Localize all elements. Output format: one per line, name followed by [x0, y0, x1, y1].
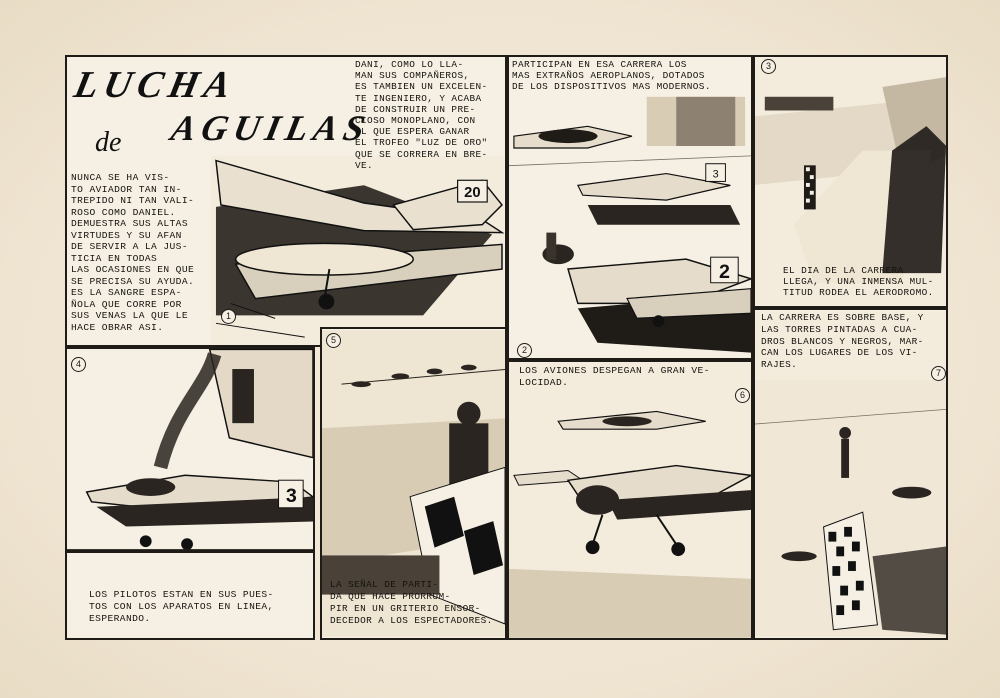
panel-5: LA SEÑAL DE PARTI- DA QUE HACE PRORRUM- … — [320, 327, 507, 640]
panel-1-caption-left: NUNCA SE HA VIS- TO AVIADOR TAN IN- TREP… — [71, 172, 195, 333]
panel-7-illustration — [755, 311, 946, 637]
panel-5-number: 5 — [326, 333, 341, 348]
panel-1-illustration: 20 — [211, 155, 505, 345]
plane-number-3-panel4: 3 — [286, 485, 297, 507]
panel-3: EL DIA DE LA CARRERA LLEGA, Y UNA INMENS… — [753, 55, 948, 308]
comic-title-aguilas: AGUILAS — [167, 108, 375, 148]
panel-2-number: 2 — [517, 343, 532, 358]
panel-3-caption: EL DIA DE LA CARRERA LLEGA, Y UNA INMENS… — [783, 265, 934, 299]
panel-6-number: 6 — [735, 388, 750, 403]
panel-2: 3 2 PARTICIPAN EN ESA CARRERA LOS MAS EX… — [507, 55, 753, 360]
plane-number-2: 2 — [719, 261, 730, 283]
panel-4-illustration: 3 — [67, 349, 313, 554]
panel-1-caption-right: DANI, COMO LO LLA- MAN SUS COMPAÑEROS, E… — [355, 59, 488, 171]
comic-title-de: de — [95, 127, 122, 158]
panel-3-illustration — [755, 57, 946, 306]
panel-4-number: 4 — [71, 357, 86, 372]
panel-5-illustration — [322, 330, 505, 637]
panel-2-illustration: 3 2 — [509, 96, 751, 353]
panel-7-caption: LA CARRERA ES SOBRE BASE, Y LAS TORRES P… — [761, 312, 924, 371]
panel-7-number: 7 — [931, 366, 946, 381]
panel-5-caption: LA SEÑAL DE PARTI- DA QUE HACE PRORRUM- … — [330, 579, 493, 626]
panel-6-caption: LOS AVIONES DESPEGAN A GRAN VE- LOCIDAD. — [519, 365, 710, 388]
panel-3-number: 3 — [761, 59, 776, 74]
panel-6: LOS AVIONES DESPEGAN A GRAN VE- LOCIDAD.… — [507, 360, 753, 640]
comic-title-lucha: LUCHA — [70, 64, 241, 106]
plane-number-20: 20 — [464, 185, 480, 201]
panel-2-caption: PARTICIPAN EN ESA CARRERA LOS MAS EXTRAÑ… — [512, 59, 711, 93]
panel-7: LA CARRERA ES SOBRE BASE, Y LAS TORRES P… — [753, 308, 948, 640]
plane-number-3: 3 — [713, 168, 719, 180]
panel-4-caption: LOS PILOTOS ESTAN EN SUS PUES- TOS CON L… — [89, 589, 274, 624]
panel-4: 3 LOS PILOTOS ESTAN EN SUS PUES- TOS CON… — [65, 347, 315, 640]
panel-1: 20 LUCHA de AGUILAS NUNCA SE HA VIS- TO … — [65, 55, 507, 347]
panel-6-illustration — [509, 362, 751, 638]
panel-1-number: 1 — [221, 309, 236, 324]
